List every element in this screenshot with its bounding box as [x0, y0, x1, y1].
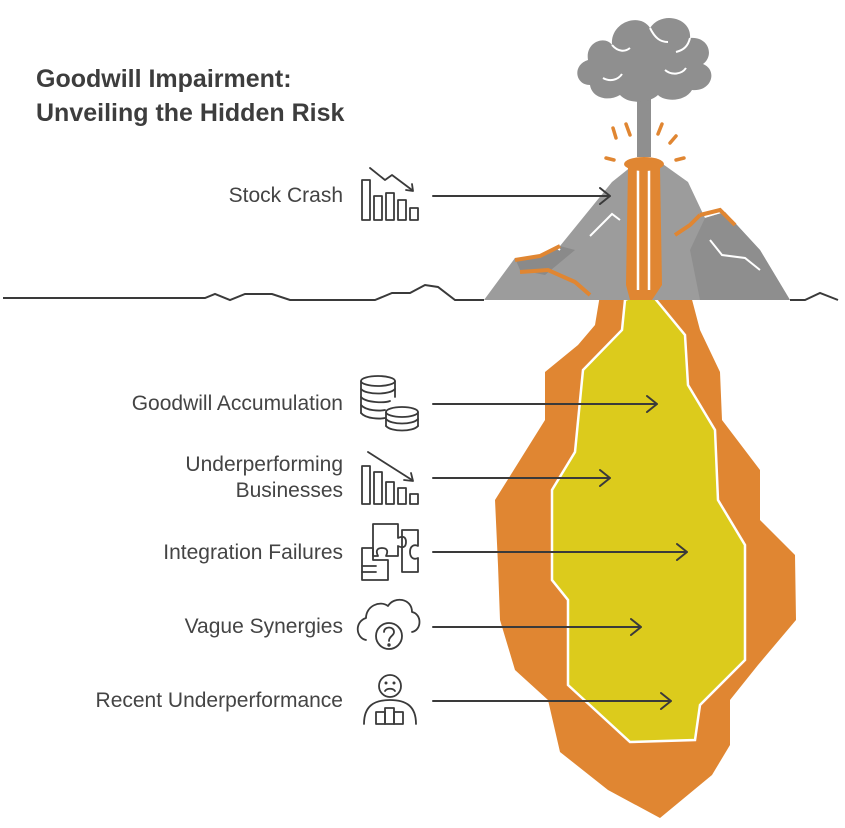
cloud-question-icon	[356, 598, 421, 650]
puzzle-icon	[361, 523, 419, 581]
title-line-2: Unveiling the Hidden Risk	[36, 99, 345, 127]
label-underperforming-businesses: Underperforming Businesses	[185, 452, 343, 504]
label-recent-underperformance: Recent Underperformance	[95, 689, 343, 712]
label-underperforming-line-2: Businesses	[235, 479, 343, 502]
sad-person-icon	[363, 674, 417, 725]
ground-line	[3, 283, 839, 302]
arrow-stock-crash	[432, 187, 611, 205]
label-underperforming-line-1: Underperforming	[185, 453, 343, 476]
arrow-vague-synergies	[432, 618, 642, 636]
arrow-integration-failures	[432, 543, 688, 561]
label-goodwill-accumulation: Goodwill Accumulation	[131, 392, 343, 415]
magma-conduit	[626, 168, 662, 300]
title-line-1: Goodwill Impairment:	[36, 65, 292, 93]
smoke-cloud	[577, 17, 712, 102]
declining-chart-icon	[361, 167, 419, 221]
label-integration-failures: Integration Failures	[163, 541, 343, 564]
diagram-title: Goodwill Impairment: Unveiling the Hidde…	[36, 62, 344, 130]
coin-stack-icon	[360, 375, 419, 432]
label-stock-crash: Stock Crash	[228, 184, 343, 207]
arrow-goodwill-accumulation	[432, 395, 658, 413]
arrow-underperforming-businesses	[432, 469, 611, 487]
declining-bars-icon	[361, 451, 419, 505]
arrow-recent-underperformance	[432, 692, 672, 710]
label-vague-synergies: Vague Synergies	[184, 615, 343, 638]
